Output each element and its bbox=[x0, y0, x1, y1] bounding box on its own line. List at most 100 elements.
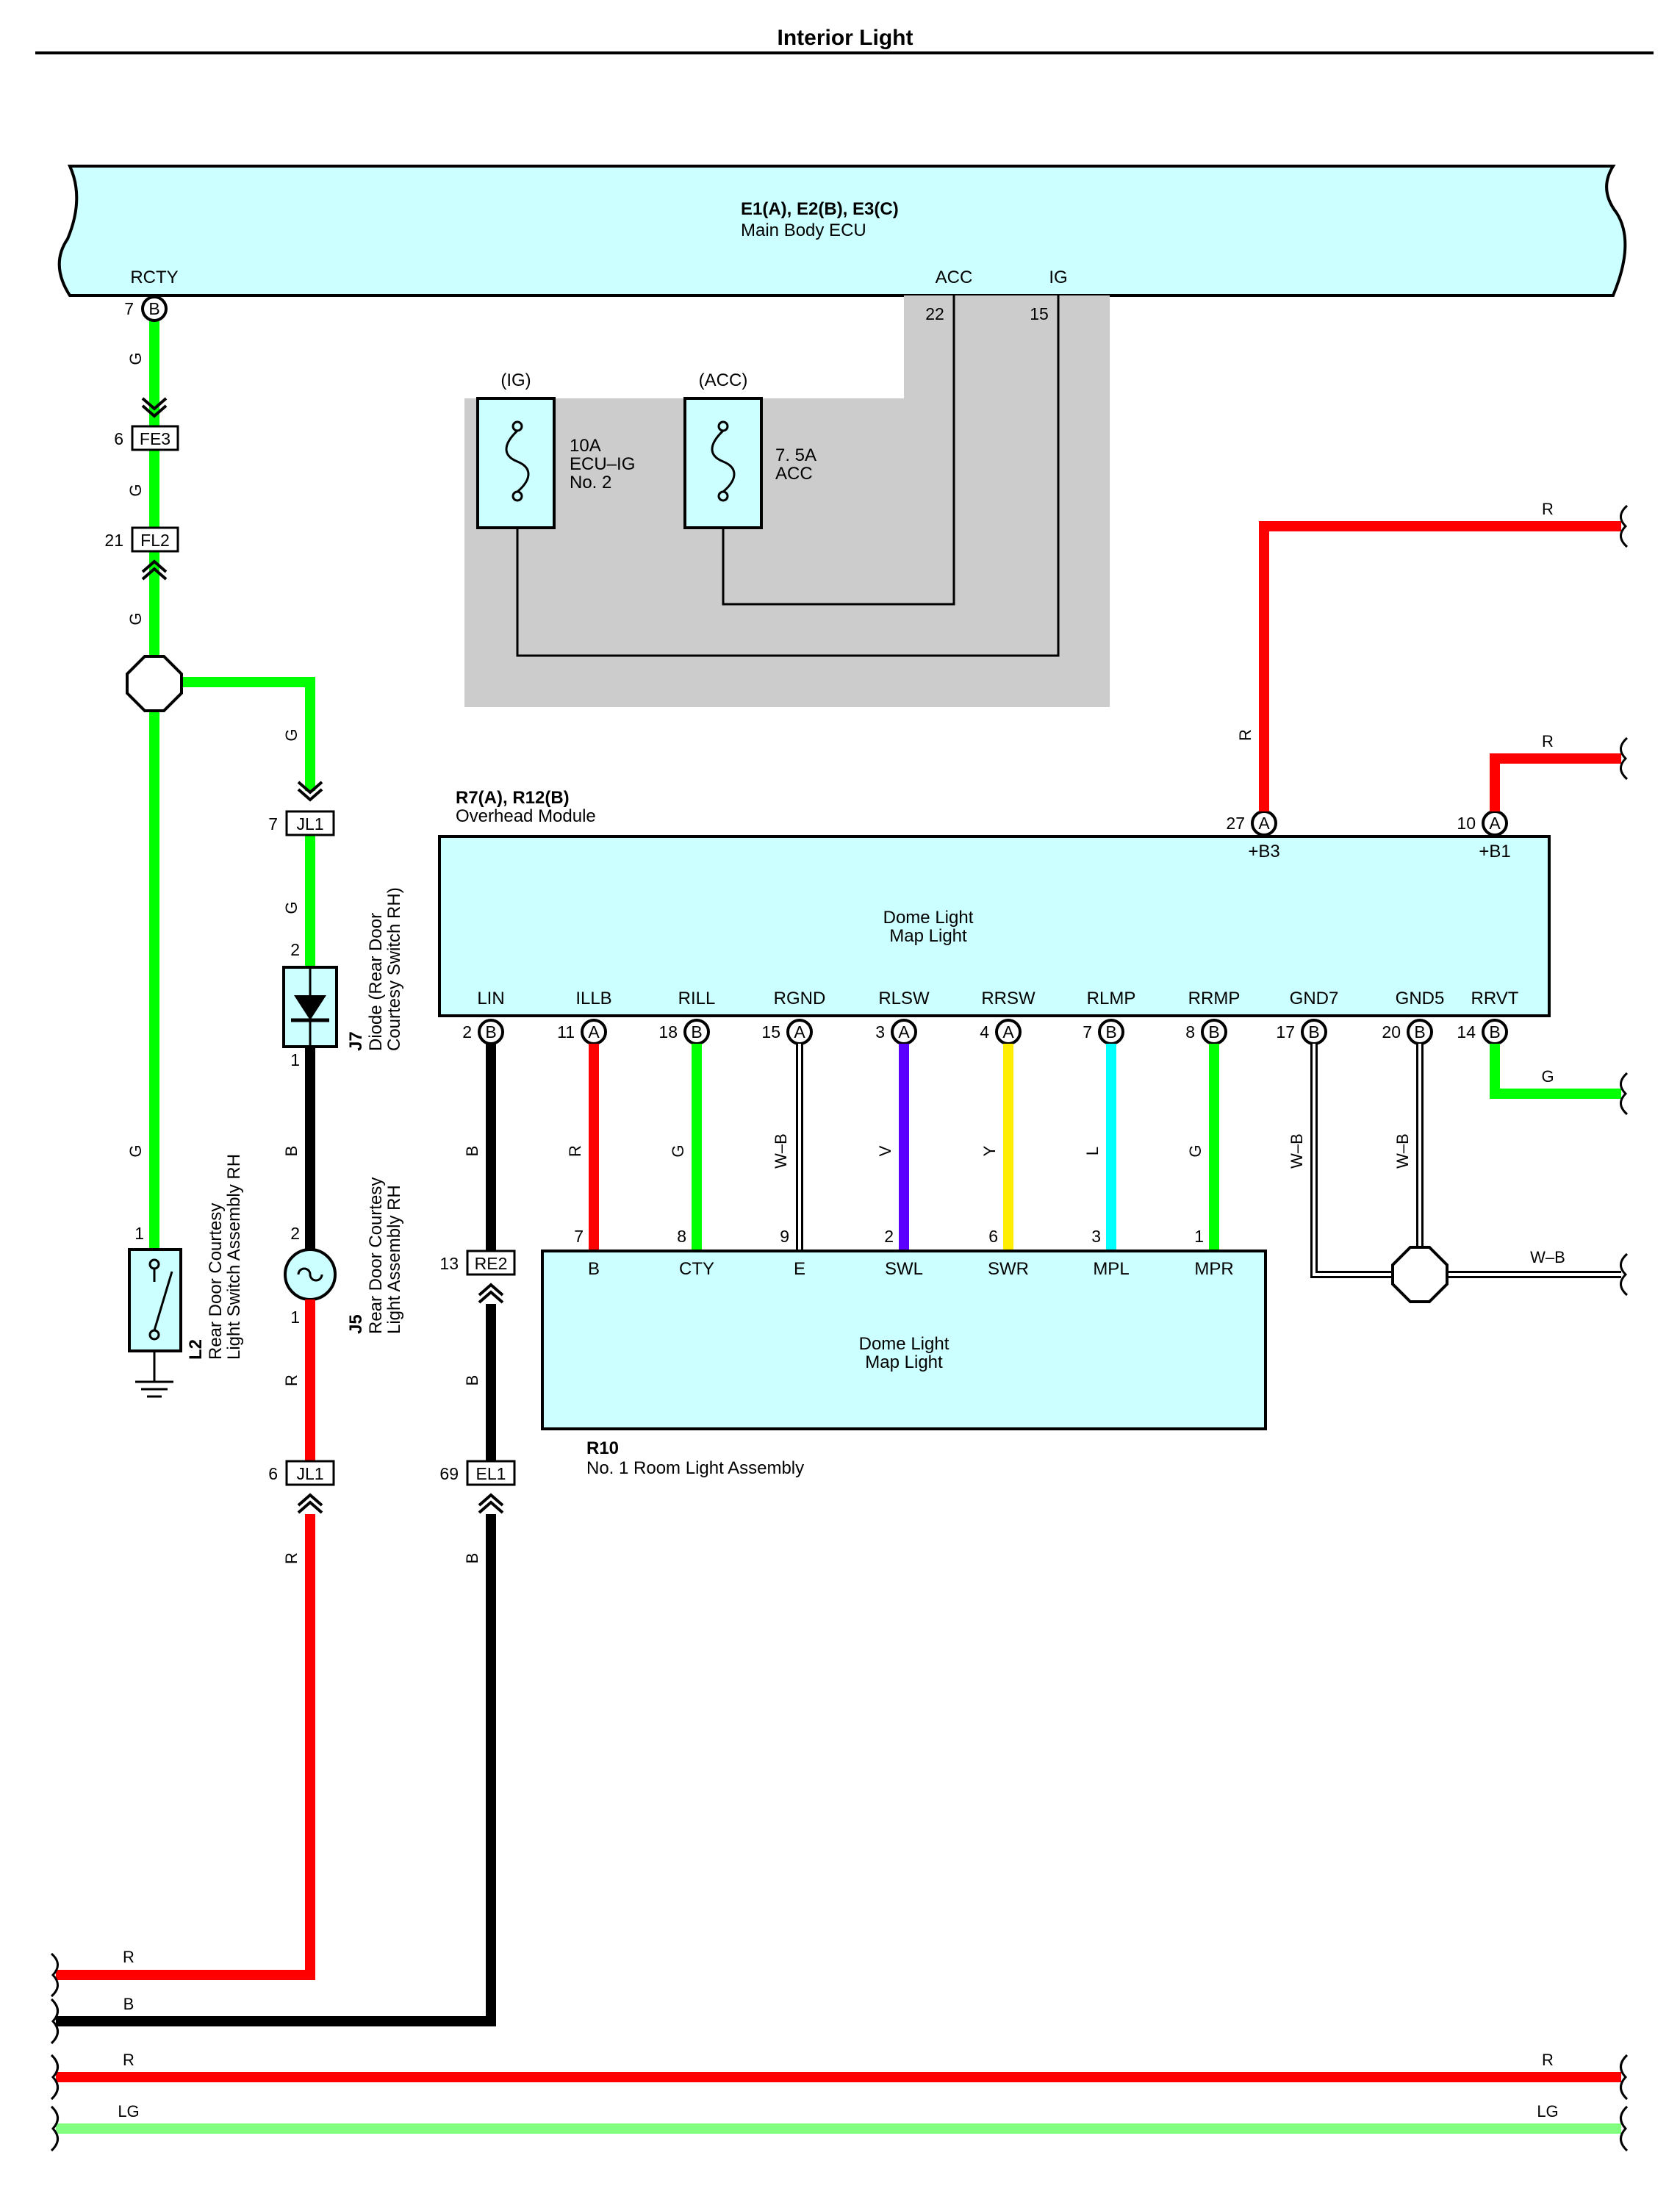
wire-room-code-0: R bbox=[566, 1145, 584, 1157]
room-pin-label-swl: SWL bbox=[885, 1259, 923, 1279]
wire-code-r-7: R bbox=[123, 2051, 134, 2069]
overhead-pin-rgnd-num: 15 bbox=[761, 1022, 780, 1042]
overhead-pin-gnd5: B20 bbox=[1382, 1019, 1433, 1045]
ground-icon bbox=[135, 1380, 173, 1398]
switch-code: L2 bbox=[186, 1339, 206, 1360]
overhead-pin-rrvt: B14 bbox=[1457, 1019, 1508, 1045]
wire-room-code-6: G bbox=[1186, 1144, 1205, 1157]
re2-label: RE2 bbox=[475, 1254, 508, 1273]
overhead-top-pin-0-num: 27 bbox=[1226, 814, 1245, 833]
wire-code-g-1: G bbox=[126, 352, 145, 365]
re2-connector bbox=[466, 1250, 516, 1276]
room-pin-num-3: 2 bbox=[884, 1227, 894, 1246]
room-pin-label-mpl: MPL bbox=[1093, 1259, 1129, 1279]
overhead-pin-label-rlsw: RLSW bbox=[878, 989, 930, 1008]
overhead-pin-gnd7: B17 bbox=[1276, 1019, 1327, 1045]
fe3-connector bbox=[131, 425, 179, 451]
wire-break-right bbox=[1620, 2054, 1629, 2152]
break-r-b1 bbox=[1620, 736, 1629, 781]
overhead-pin-lin: B2 bbox=[462, 1019, 504, 1045]
overhead-pin-illb-num: 11 bbox=[557, 1022, 575, 1042]
wire-code-g-7: G bbox=[1541, 1067, 1554, 1086]
wire-room-code-4: Y bbox=[980, 1145, 999, 1156]
diode-code: J7 bbox=[346, 1031, 366, 1051]
el1-connector bbox=[466, 1460, 516, 1486]
rcty-pin-conn: B bbox=[148, 299, 159, 318]
wire-code-r-2: R bbox=[282, 1552, 301, 1564]
wire-code-g-3: G bbox=[126, 612, 145, 625]
fe3-label: FE3 bbox=[140, 429, 170, 448]
room-pin-label-swr: SWR bbox=[988, 1259, 1029, 1279]
wire-r-b1 bbox=[1490, 753, 1621, 811]
fuse-ecu-ig-no2 bbox=[476, 397, 556, 529]
overhead-pin-rrmp: B8 bbox=[1185, 1019, 1227, 1045]
overhead-top-pin-label-1: +B1 bbox=[1479, 842, 1510, 861]
fuse-ig-element bbox=[505, 429, 530, 493]
overhead-top-pin-0-conn: A bbox=[1258, 814, 1270, 833]
room-pin-label-mpr: MPR bbox=[1194, 1259, 1233, 1279]
re2-chevron bbox=[478, 1283, 504, 1304]
overhead-pin-label-rrmp: RRMP bbox=[1188, 989, 1241, 1008]
diode-pin-bottom: 1 bbox=[290, 1050, 300, 1069]
overhead-name: Overhead Module bbox=[456, 806, 596, 826]
overhead-pin-rill-conn: B bbox=[691, 1022, 702, 1042]
wire-code-g-6: G bbox=[126, 1144, 145, 1157]
fuse-acc bbox=[683, 397, 763, 529]
overhead-pin-rlmp-num: 7 bbox=[1083, 1022, 1092, 1042]
light-pin-top: 2 bbox=[290, 1224, 300, 1243]
wire-code-g-2: G bbox=[126, 484, 145, 496]
overhead-pin-gnd7-conn: B bbox=[1308, 1022, 1319, 1042]
overhead-pin-label-rill: RILL bbox=[678, 989, 716, 1008]
rcty-pin-num: 7 bbox=[124, 299, 134, 318]
ecu-ig-pin: 15 bbox=[1030, 304, 1049, 323]
room-pin-label-cty: CTY bbox=[679, 1259, 714, 1279]
wire-g-rrvt bbox=[1490, 1044, 1621, 1099]
jl1-top-chevron bbox=[297, 781, 323, 802]
ecu-code: E1(A), E2(B), E3(C) bbox=[741, 199, 899, 219]
fl2-chevron bbox=[141, 559, 168, 581]
overhead-pin-rgnd-conn: A bbox=[794, 1022, 805, 1042]
ecu-name: Main Body ECU bbox=[741, 221, 866, 240]
overhead-line2: Map Light bbox=[889, 926, 967, 946]
room-light-box bbox=[541, 1250, 1267, 1430]
room-pin-num-4: 6 bbox=[988, 1227, 998, 1246]
wire-code-r-6: R bbox=[123, 1948, 134, 1966]
overhead-pin-rrmp-conn: B bbox=[1208, 1022, 1219, 1042]
light-pin-bottom: 1 bbox=[290, 1308, 300, 1327]
overhead-pin-rill-num: 18 bbox=[658, 1022, 678, 1042]
overhead-pin-label-illb: ILLB bbox=[575, 989, 611, 1008]
overhead-bottom-pins: LINB2ILLBA11RILLB18RGNDA15RLSWA3RRSWA4RL… bbox=[462, 989, 1519, 1045]
jl1-top-connector bbox=[285, 810, 335, 836]
wire-code-b-1: B bbox=[282, 1146, 301, 1157]
room-pin-label-e: E bbox=[794, 1259, 805, 1279]
overhead-pin-rgnd: A 15 bbox=[761, 1019, 813, 1045]
overhead-pin-illb-conn: A bbox=[588, 1022, 600, 1042]
fuse-ig-line2: ECU–IG bbox=[570, 454, 635, 474]
switch-name-1: Rear Door Courtesy bbox=[206, 1203, 226, 1360]
overhead-pin-rill: B 18 bbox=[658, 1019, 710, 1045]
overhead-code: R7(A), R12(B) bbox=[456, 788, 570, 808]
rcty-pin-circle bbox=[141, 295, 168, 322]
room-pin-num-0: 7 bbox=[574, 1227, 584, 1246]
light-name-2: Light Assembly RH bbox=[384, 1185, 404, 1334]
light-filament bbox=[297, 1267, 323, 1282]
room-pin-label-b: B bbox=[588, 1259, 600, 1279]
overhead-pin-label-rlmp: RLMP bbox=[1087, 989, 1136, 1008]
wire-code-lg-1: LG bbox=[118, 2102, 139, 2120]
light-name-1: Rear Door Courtesy bbox=[366, 1177, 386, 1334]
fuse-acc-element bbox=[711, 429, 736, 493]
ecu-ig-label: IG bbox=[1049, 268, 1067, 287]
overhead-pin-gnd5-conn: B bbox=[1414, 1022, 1425, 1042]
fuse-ig-line1: 10A bbox=[570, 436, 601, 456]
ecu-acc-pin: 22 bbox=[925, 304, 944, 323]
wire-room-code-1: G bbox=[669, 1144, 687, 1157]
ecu-acc-label: ACC bbox=[936, 268, 973, 287]
overhead-pin-label-rrsw: RRSW bbox=[981, 989, 1035, 1008]
overhead-top-pin-1-num: 10 bbox=[1457, 814, 1476, 833]
break-r-top bbox=[1620, 504, 1629, 548]
fuse-acc-tag: (ACC) bbox=[699, 370, 748, 390]
re2-pin: 13 bbox=[439, 1254, 459, 1273]
